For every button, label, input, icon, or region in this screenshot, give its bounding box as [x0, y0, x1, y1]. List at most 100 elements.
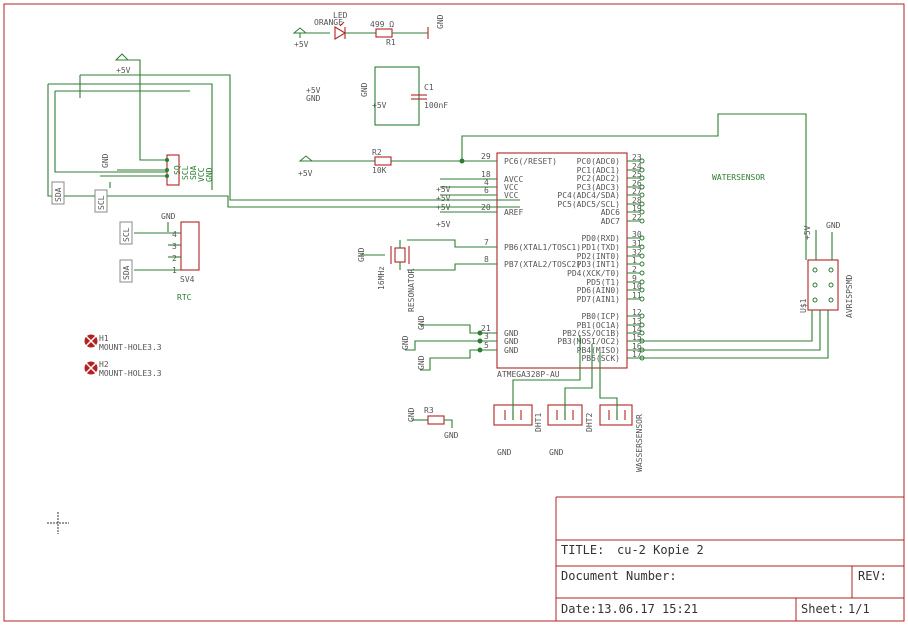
mcu-right-pin-label: PB4(MISO): [577, 346, 620, 355]
mcu-right-pin-terminal[interactable]: [639, 175, 645, 181]
mcu-right-pin-terminal[interactable]: [639, 313, 645, 319]
rtc-label: RTC: [177, 293, 192, 302]
title-block: TITLE: cu-2 Kopie 2 Document Number: REV…: [561, 543, 887, 616]
resonator-value: 16MHz: [377, 266, 386, 290]
sv4-pin-2: 2: [172, 254, 177, 263]
rtc-pin-scl: SCL: [181, 165, 190, 180]
mcu-right-pin-label: PD1(TXD): [581, 243, 620, 252]
r3-name: R3: [424, 406, 434, 415]
avrisp-name: U$1: [799, 298, 808, 313]
mcu-num-21: 21: [481, 324, 491, 333]
revision-label: REV:: [858, 569, 887, 583]
rtc-pin-sda: SDA: [189, 165, 198, 180]
mcu-right-pin-number: 32: [632, 248, 642, 257]
mcu-pin-aref: AREF: [504, 208, 523, 217]
mcu-right-pin-label: PB1(OC1A): [577, 321, 620, 330]
sda-scl-tags[interactable]: SDA SCL SCL SDA: [51, 181, 133, 283]
dht2-header[interactable]: DHT2 GND: [547, 404, 594, 457]
r2-name: R2: [372, 148, 382, 157]
mcu-right-pin-terminal[interactable]: [639, 279, 645, 285]
sheet-value: 1/1: [848, 602, 870, 616]
sda-tag-upper: SDA: [54, 187, 63, 202]
gnd-mcu-label1: GND: [417, 315, 426, 330]
mcu-right-pin-number: 9: [632, 274, 637, 283]
mcu-right-pin-label: PC1(ADC1): [577, 166, 620, 175]
mcu-right-pin-terminal[interactable]: [639, 261, 645, 267]
sv4-connector[interactable]: GND 4 3 2 1 SV4 RTC: [134, 212, 200, 302]
mcu-right-pin-number: 27: [632, 187, 642, 196]
c1-gnd-label: GND: [360, 82, 369, 97]
resonator[interactable]: GND 16MHz RESONATOR: [357, 239, 480, 312]
mcu-left-pins: PC6(/RESET) AVCC VCC VCC AREF PB6(XTAL1/…: [480, 152, 581, 355]
mcu-right-pin-label: PD4(XCK/T0): [567, 269, 620, 278]
mcu-right-pin-terminal[interactable]: [639, 253, 645, 259]
mcu-right-pin-label: PD0(RXD): [581, 234, 620, 243]
mcu-right-pin-terminal[interactable]: [639, 287, 645, 293]
mount-hole-h1[interactable]: H1 MOUNT-HOLE3.3: [84, 334, 162, 352]
sheet-label: Sheet:: [801, 602, 844, 616]
mcu-num-5: 5: [484, 341, 489, 350]
p5v-vcc-label1: +5V: [436, 185, 451, 194]
mcu-num-29: 29: [481, 152, 491, 161]
capacitor-c1[interactable]: C1 100nF GND +5V +5V GND: [306, 66, 448, 126]
mcu-right-pin-number: 17: [632, 350, 642, 359]
gnd-label-led: GND: [436, 14, 445, 29]
mcu-num-6: 6: [484, 186, 489, 195]
wassersensor-header[interactable]: WASSERSENSOR: [599, 404, 644, 472]
mcu-pin-avcc: AVCC: [504, 175, 523, 184]
rtc-header[interactable]: SQ SCL SDA VCC GND: [165, 154, 214, 186]
date-value: 13.06.17 15:21: [597, 602, 698, 616]
r2-value: 10K: [372, 166, 387, 175]
mcu-right-pin-number: 30: [632, 230, 642, 239]
mcu-right-pin-terminal[interactable]: [639, 270, 645, 276]
p5v-floating-label: +5V: [306, 86, 321, 95]
mcu-right-pin-terminal[interactable]: [639, 218, 645, 224]
reset-pullup-r2[interactable]: +5V R2 10K: [298, 113, 807, 260]
mcu-right-pin-terminal[interactable]: [639, 235, 645, 241]
document-number-label: Document Number:: [561, 569, 677, 583]
mcu-right-pin-terminal[interactable]: [639, 322, 645, 328]
mcu-right-pin-label: PC4(ADC4/SDA): [557, 191, 620, 200]
mcu-right-pin-terminal[interactable]: [639, 330, 645, 336]
p5v-rtc-symbol: [114, 53, 130, 61]
mcu-right-pin-label: PC3(ADC3): [577, 183, 620, 192]
date-label: Date:: [561, 602, 597, 616]
mcu-atmega328p[interactable]: ATMEGA328P-AU PC6(/RESET) AVCC VCC VCC A…: [480, 152, 645, 379]
mcu-right-pin-terminal[interactable]: [639, 167, 645, 173]
mcu-right-pin-number: 31: [632, 239, 642, 248]
mcu-right-pin-number: 10: [632, 282, 642, 291]
resistor-r3[interactable]: R3 GND GND: [407, 406, 459, 440]
avrisp-value: AVRISPSMD: [845, 274, 854, 318]
avrisp-connector[interactable]: U$1 AVRISPSMD +5V GND: [640, 221, 854, 359]
avrisp-gnd-label: GND: [826, 221, 841, 230]
mcu-right-pin-number: 22: [632, 213, 642, 222]
r1-name: R1: [386, 38, 396, 47]
scl-tag-lower: SCL: [122, 227, 131, 242]
title-value: cu-2 Kopie 2: [617, 543, 704, 557]
mcu-right-pin-number: 16: [632, 342, 642, 351]
mcu-right-pin-terminal[interactable]: [639, 192, 645, 198]
mcu-right-pin-terminal[interactable]: [639, 201, 645, 207]
wassersensor-data-wire: [599, 352, 618, 420]
mcu-right-pin-terminal[interactable]: [639, 244, 645, 250]
mcu-right-pin-number: 2: [632, 265, 637, 274]
mount-hole-h2-name: H2: [99, 360, 109, 369]
mcu-right-pin-terminal[interactable]: [639, 296, 645, 302]
mcu-right-pin-terminal[interactable]: [639, 184, 645, 190]
dht1-header[interactable]: DHT1 GND: [493, 404, 543, 457]
c1-name: C1: [424, 83, 434, 92]
led-symbol: [334, 26, 347, 40]
mcu-right-pin-terminal[interactable]: [639, 209, 645, 215]
mcu-right-pin-label: ADC7: [601, 217, 620, 226]
mcu-right-pin-number: 25: [632, 170, 642, 179]
mcu-pin-pc6: PC6(/RESET): [504, 157, 557, 166]
mcu-right-pin-label: PD6(AIN0): [577, 286, 620, 295]
gnd-floating-label: GND: [306, 94, 321, 103]
mount-hole-h2[interactable]: H2 MOUNT-HOLE3.3: [84, 360, 162, 378]
mcu-right-pin-label: PD3(INT1): [577, 260, 620, 269]
mcu-name: ATMEGA328P-AU: [497, 370, 560, 379]
mcu-right-pin-terminal[interactable]: [639, 158, 645, 164]
rtc-pin-vcc: VCC: [197, 167, 206, 182]
led-chain[interactable]: +5V LED ORANGE 499 Ω R1 GND: [292, 11, 445, 49]
